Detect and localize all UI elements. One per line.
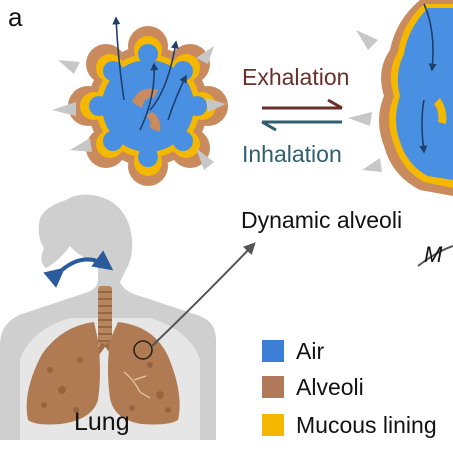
right-lung	[108, 322, 180, 425]
zoom-circle	[133, 340, 153, 360]
legend-swatch-mucous	[262, 414, 284, 436]
alveolus-inhaled	[348, 0, 453, 196]
panel-label: a	[8, 2, 23, 32]
alveolus-exhaled	[52, 16, 228, 186]
left-lung	[26, 322, 100, 425]
cut-arrow-line	[417, 245, 453, 267]
legend-item-alveoli: Alveoli	[262, 374, 364, 400]
legend-label-air: Air	[296, 337, 325, 364]
breath-arrow	[43, 250, 114, 288]
legend-swatch-air	[262, 340, 284, 362]
trachea	[85, 286, 126, 368]
legend-label-mucous: Mucous lining	[296, 411, 437, 438]
legend-item-mucous: Mucous lining	[262, 412, 437, 438]
exhalation-label: Exhalation	[242, 64, 350, 90]
lungs	[26, 322, 180, 425]
transition-arrows	[261, 98, 343, 132]
legend-item-air: Air	[262, 338, 324, 364]
dynamic-alveoli-label: Dynamic alveoli	[241, 207, 403, 233]
lung-label: Lung	[74, 408, 130, 436]
legend-label-alveoli: Alveoli	[296, 373, 364, 400]
cut-off-label: M	[424, 242, 443, 267]
legend-swatch-alveoli	[262, 376, 284, 398]
inhalation-label: Inhalation	[242, 141, 342, 167]
zoom-arrow	[151, 242, 256, 347]
